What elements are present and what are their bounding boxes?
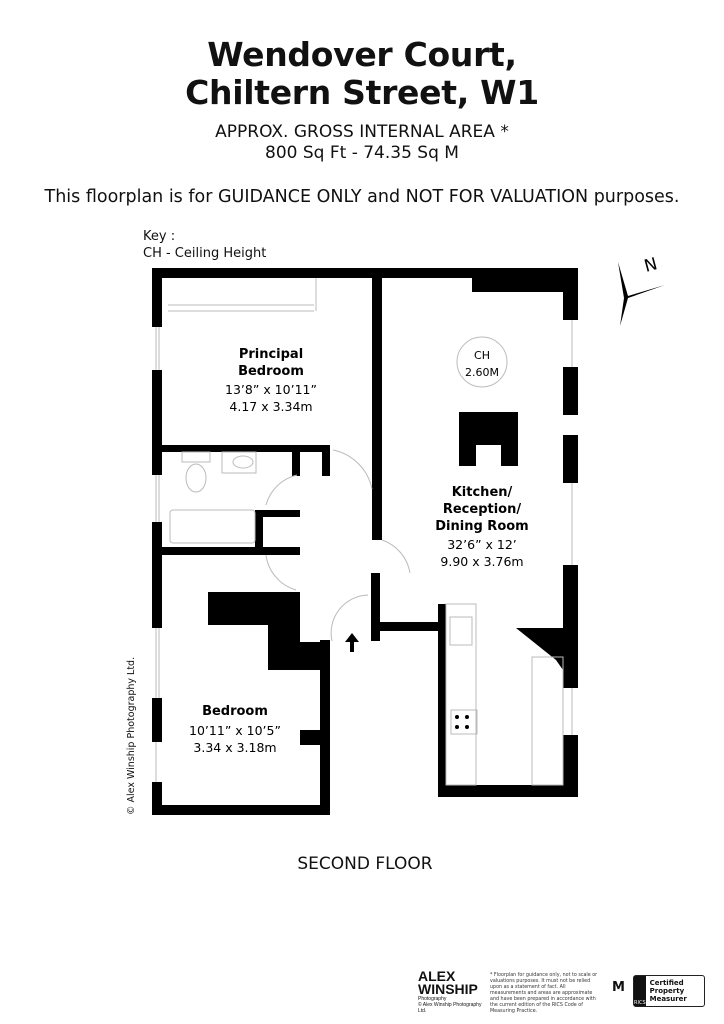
floor-label: SECOND FLOOR	[297, 854, 433, 874]
certified-label: Certified Property Measurer	[649, 979, 687, 1003]
room-name: Reception/	[443, 502, 522, 517]
alex-winship-logo: ALEX WINSHIP Photography © Alex Winship …	[418, 968, 482, 1014]
room-labels: Principal Bedroom 13’8” x 10’11” 4.17 x …	[189, 347, 529, 755]
room-metric: 4.17 x 3.34m	[229, 399, 312, 414]
hob-rings	[455, 715, 469, 729]
north-label: N	[642, 254, 659, 277]
area-label: APPROX. GROSS INTERNAL AREA *	[215, 122, 509, 142]
rics-badge: RICS Certified Property Measurer	[633, 975, 705, 1007]
key-item: CH - Ceiling Height	[143, 246, 267, 261]
logo-sub: Photography	[418, 996, 447, 1002]
room-imperial: 13’8” x 10’11”	[225, 382, 317, 397]
windows	[155, 278, 573, 786]
room-name: Dining Room	[435, 519, 528, 534]
area-summary: APPROX. GROSS INTERNAL AREA * 800 Sq Ft …	[0, 122, 724, 164]
logo-line-1: ALEX	[418, 968, 456, 984]
logo-line-2: WINSHIP	[418, 981, 478, 997]
key-legend: Key : CH - Ceiling Height	[143, 228, 266, 262]
room-metric: 3.34 x 3.18m	[193, 740, 276, 755]
copyright: © Alex Winship Photography Ltd.	[126, 656, 137, 815]
room-imperial: 32’6” x 12’	[447, 537, 517, 552]
disclaimer: * Floorplan for guidance only, not to sc…	[490, 973, 598, 1014]
area-value: 800 Sq Ft - 74.35 Sq M	[265, 143, 459, 163]
room-name: Principal	[239, 347, 303, 362]
logo-copy: © Alex Winship Photography Ltd.	[418, 1002, 482, 1014]
title-line-2: Chiltern Street, W1	[185, 73, 539, 112]
room-name: Bedroom	[238, 364, 304, 379]
room-name: Bedroom	[202, 704, 268, 719]
entrance-arrow-icon	[345, 633, 359, 652]
north-arrow-icon	[618, 262, 665, 326]
room-metric: 9.90 x 3.76m	[440, 554, 523, 569]
rics-logo: RICS	[634, 976, 646, 1006]
property-title: Wendover Court, Chiltern Street, W1	[0, 36, 724, 112]
ceiling-height-value: 2.60M	[465, 366, 499, 379]
measurer-logo-icon: M	[612, 980, 625, 995]
walls	[152, 268, 578, 815]
ceiling-height-label: CH	[474, 349, 490, 362]
room-name: Kitchen/	[452, 485, 513, 500]
guidance-note: This floorplan is for GUIDANCE ONLY and …	[44, 187, 680, 207]
key-title: Key :	[143, 229, 176, 244]
title-line-1: Wendover Court,	[207, 35, 517, 74]
room-imperial: 10’11” x 10’5”	[189, 723, 281, 738]
